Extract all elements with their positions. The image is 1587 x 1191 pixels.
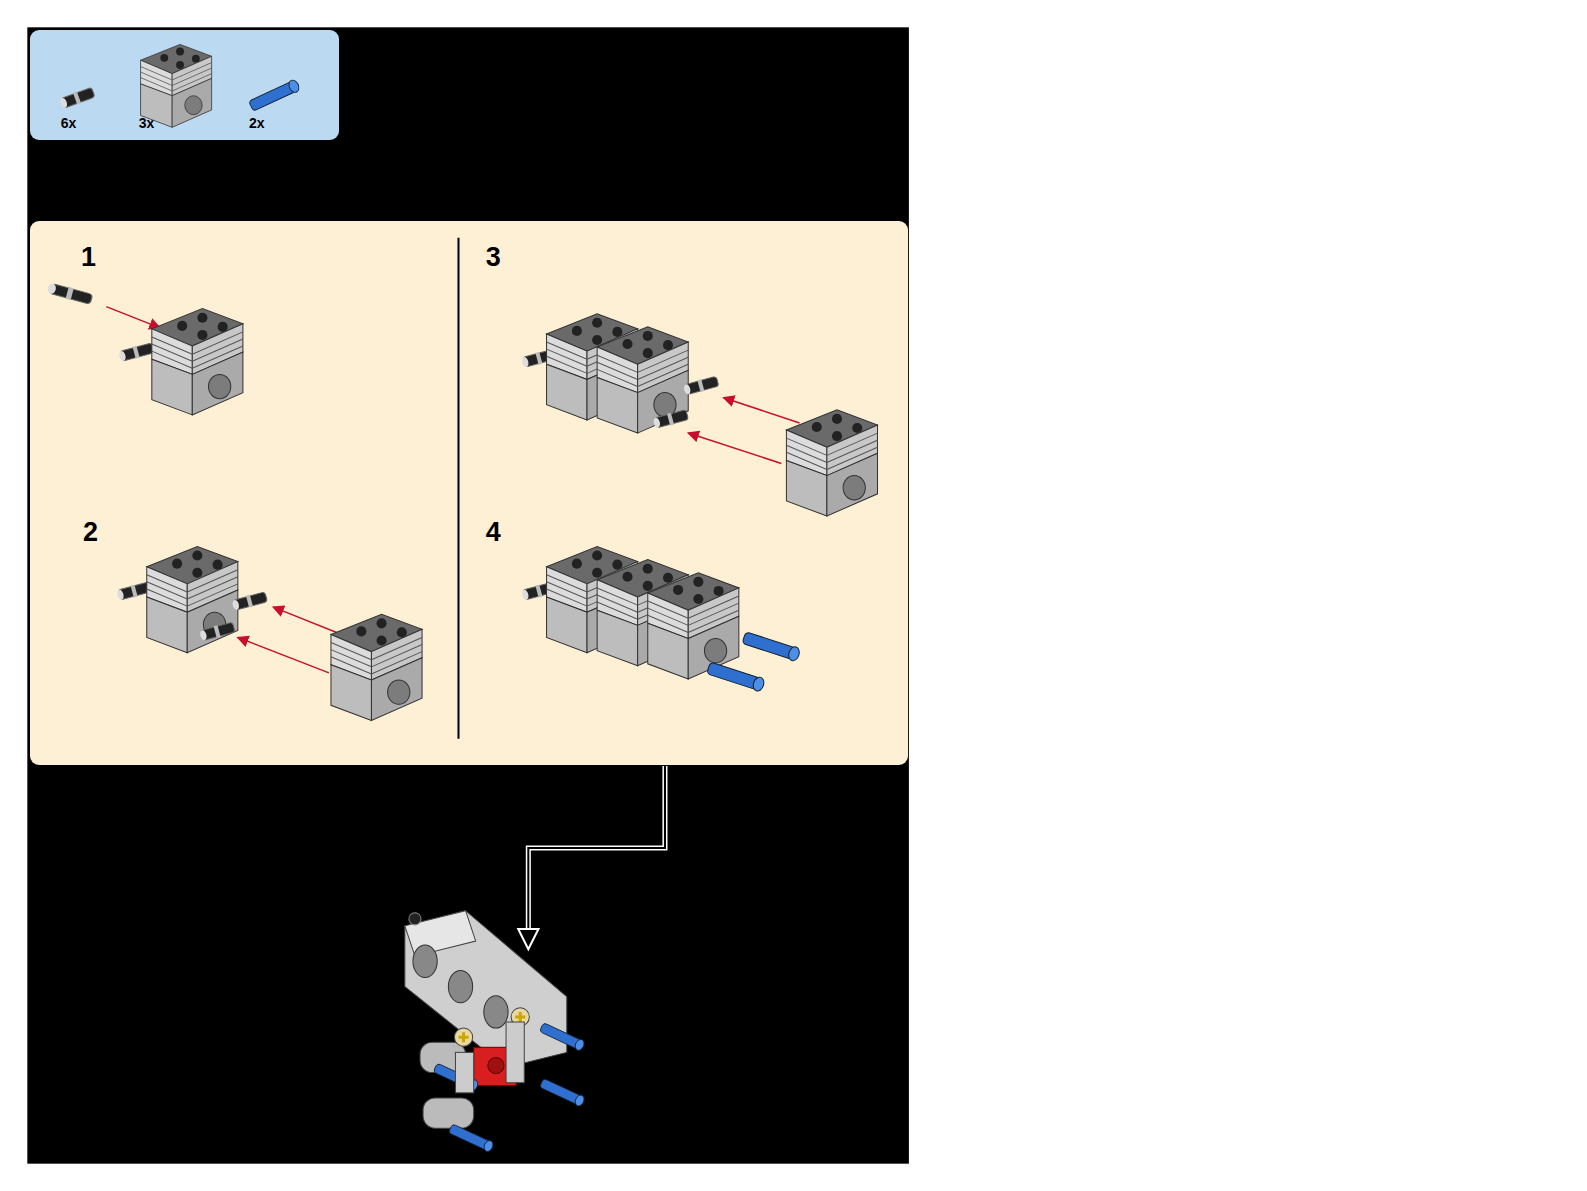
step-panel: 1 2 3 4 [30,221,908,765]
step-number: 4 [486,519,501,546]
part-count: 2x [249,116,265,130]
black-page [27,27,909,1163]
step-number: 2 [83,519,98,546]
part-count: 6x [61,116,77,130]
step-number: 1 [81,244,96,271]
step-number: 3 [486,244,501,271]
